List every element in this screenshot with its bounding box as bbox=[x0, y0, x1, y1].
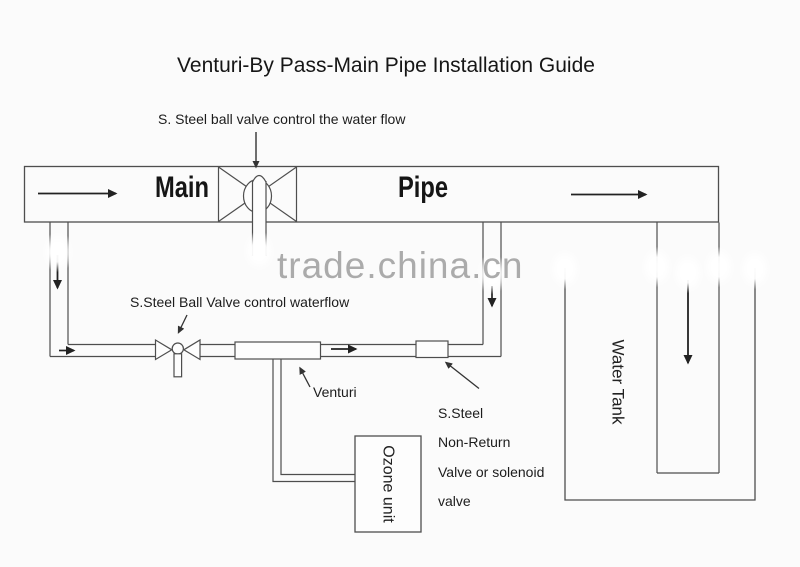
annotation-line: valve bbox=[438, 493, 471, 510]
water-tank bbox=[564, 268, 756, 501]
ozone-unit-label: Ozone unit bbox=[380, 445, 398, 523]
non-return-valve-annotation-arrow bbox=[444, 361, 480, 390]
diagram-title: Venturi-By Pass-Main Pipe Installation G… bbox=[177, 54, 595, 77]
bypass-valve-annotation-arrow bbox=[177, 314, 188, 334]
ozone-unit-box bbox=[354, 435, 422, 533]
bypass-pipe bbox=[50, 343, 501, 358]
annotation-line: Valve or solenoid bbox=[438, 463, 545, 480]
annotation-line: S.Steel bbox=[438, 405, 484, 421]
main-valve-annotation: S. Steel ball valve control the water fl… bbox=[158, 111, 406, 127]
main-pipe-label-left: Main bbox=[155, 171, 209, 204]
annotation-line: Non-Return bbox=[438, 434, 511, 451]
water-tank-label: Water Tank bbox=[609, 339, 629, 425]
venturi-body bbox=[234, 341, 322, 360]
main-pipe bbox=[23, 165, 720, 223]
main-valve-stem-cap bbox=[251, 174, 267, 183]
bypass-valve-ball bbox=[171, 342, 184, 355]
main-ball-valve bbox=[217, 166, 298, 256]
bypass-down-pipe bbox=[49, 222, 69, 357]
non-return-valve-annotation: S.Steel Non-Return Valve or solenoid val… bbox=[438, 399, 544, 517]
bypass-ball-valve bbox=[154, 338, 201, 378]
main-pipe-label-right: Pipe bbox=[398, 171, 449, 204]
bypass-valve-stem bbox=[173, 353, 183, 378]
venturi-annotation-arrow bbox=[299, 366, 311, 388]
watermark-text: trade.china.cn bbox=[277, 245, 524, 286]
ozone-suction-line bbox=[272, 359, 355, 483]
venturi-annotation: Venturi bbox=[313, 384, 357, 400]
bypass-valve-annotation: S.Steel Ball Valve control waterflow bbox=[130, 294, 350, 310]
non-return-valve bbox=[415, 340, 449, 359]
